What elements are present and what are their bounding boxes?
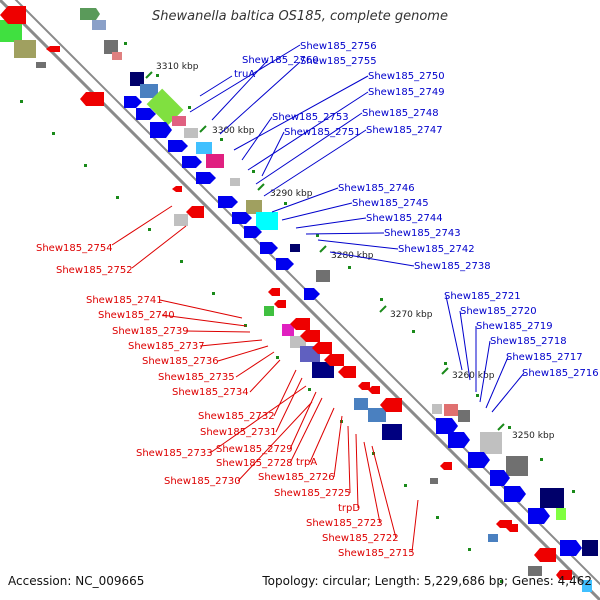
gene-label-fwd[interactable]: Shew185_2750: [368, 71, 445, 82]
kbp-label-3290: 3290 kbp: [270, 189, 313, 199]
genome-title: Shewanella baltica OS185, complete genom…: [152, 9, 448, 24]
accession-text: Accession: NC_009665: [8, 574, 145, 588]
gene-label-rev[interactable]: Shew185_2722: [322, 533, 399, 544]
topology-text: Topology: circular; Length: 5,229,686 bp…: [262, 574, 592, 588]
forward-strand-genes: [80, 8, 598, 556]
gene-label-rev[interactable]: Shew185_2739: [112, 326, 189, 337]
gene-label-fwd[interactable]: Shew185_2738: [414, 261, 491, 272]
forward-leader-lines: [189, 44, 525, 413]
tick-dots-upper: [92, 10, 575, 493]
forward-arrows: [124, 96, 582, 556]
gene-label-rev[interactable]: Shew185_2736: [142, 356, 219, 367]
gene-label-rev[interactable]: Shew185_2726: [258, 472, 335, 483]
gene-label-rev[interactable]: Shew185_2735: [158, 372, 235, 383]
gene-label-fwd[interactable]: Shew185_2744: [366, 213, 443, 224]
gene-label-fwd[interactable]: Shew185_2718: [490, 336, 567, 347]
gene-label-fwd[interactable]: Shew185_2747: [366, 125, 443, 136]
gene-label-rev[interactable]: Shew185_2729: [216, 444, 293, 455]
gene-label-fwd[interactable]: truA: [234, 69, 255, 80]
kbp-tick-marks: [145, 71, 505, 431]
gene-label-rev[interactable]: Shew185_2723: [306, 518, 383, 529]
gene-label-fwd[interactable]: Shew185_2751: [284, 127, 361, 138]
gene-label-rev[interactable]: trpD: [338, 503, 360, 514]
gene-label-fwd[interactable]: Shew185_2749: [368, 87, 445, 98]
gene-label-rev[interactable]: Shew185_2733: [136, 448, 213, 459]
kbp-label-3310: 3310 kbp: [156, 62, 199, 72]
gene-label-rev[interactable]: Shew185_2715: [338, 548, 415, 559]
gene-label-rev[interactable]: Shew185_2730: [164, 476, 241, 487]
gene-label-rev[interactable]: Shew185_2741: [86, 295, 163, 306]
gene-label-rev[interactable]: trpA: [296, 457, 317, 468]
reverse-arrows: [0, 6, 572, 580]
reverse-leader-lines: [111, 205, 419, 553]
gene-label-fwd[interactable]: Shew185_2717: [506, 352, 583, 363]
gene-label-fwd[interactable]: Shew185_2720: [460, 306, 537, 317]
kbp-label-3300: 3300 kbp: [212, 126, 255, 136]
gene-label-rev[interactable]: Shew185_2752: [56, 265, 133, 276]
gene-label-fwd[interactable]: Shew185_2756: [300, 41, 377, 52]
gene-label-fwd[interactable]: Shew185_2716: [522, 368, 599, 379]
tick-dots-lower: [20, 100, 503, 583]
gene-label-rev[interactable]: Shew185_2731: [200, 427, 277, 438]
gene-label-rev[interactable]: Shew185_2740: [98, 310, 175, 321]
kbp-label-3270: 3270 kbp: [390, 310, 433, 320]
gene-label-rev[interactable]: Shew185_2728: [216, 458, 293, 469]
gene-label-rev[interactable]: Shew185_2732: [198, 411, 275, 422]
gene-label-fwd[interactable]: Shew185_2743: [384, 228, 461, 239]
gene-label-fwd[interactable]: Shew185_2719: [476, 321, 553, 332]
gene-label-fwd[interactable]: Shew185_2721: [444, 291, 521, 302]
kbp-label-3260: 3260 kbp: [452, 371, 495, 381]
gene-label-fwd[interactable]: Shew185_2753: [272, 112, 349, 123]
gene-label-fwd[interactable]: Shew185_2760: [242, 55, 319, 66]
gene-label-rev[interactable]: Shew185_2734: [172, 387, 249, 398]
gene-label-fwd[interactable]: Shew185_2748: [362, 108, 439, 119]
gene-label-fwd[interactable]: Shew185_2755: [300, 56, 377, 67]
reverse-gene-labels: Shew185_2754 Shew185_2752 Shew185_2741 S…: [36, 243, 415, 559]
gene-label-fwd[interactable]: Shew185_2745: [352, 198, 429, 209]
gene-label-fwd[interactable]: Shew185_2742: [398, 244, 475, 255]
reverse-strand-genes: [0, 20, 592, 592]
gene-label-rev[interactable]: Shew185_2725: [274, 488, 351, 499]
kbp-label-3250: 3250 kbp: [512, 431, 555, 441]
gene-label-fwd[interactable]: Shew185_2746: [338, 183, 415, 194]
forward-gene-labels: Shew185_2756 truA Shew185_2760 Shew185_2…: [234, 41, 599, 379]
gene-label-rev[interactable]: Shew185_2737: [128, 341, 205, 352]
gene-label-rev[interactable]: Shew185_2754: [36, 243, 113, 254]
